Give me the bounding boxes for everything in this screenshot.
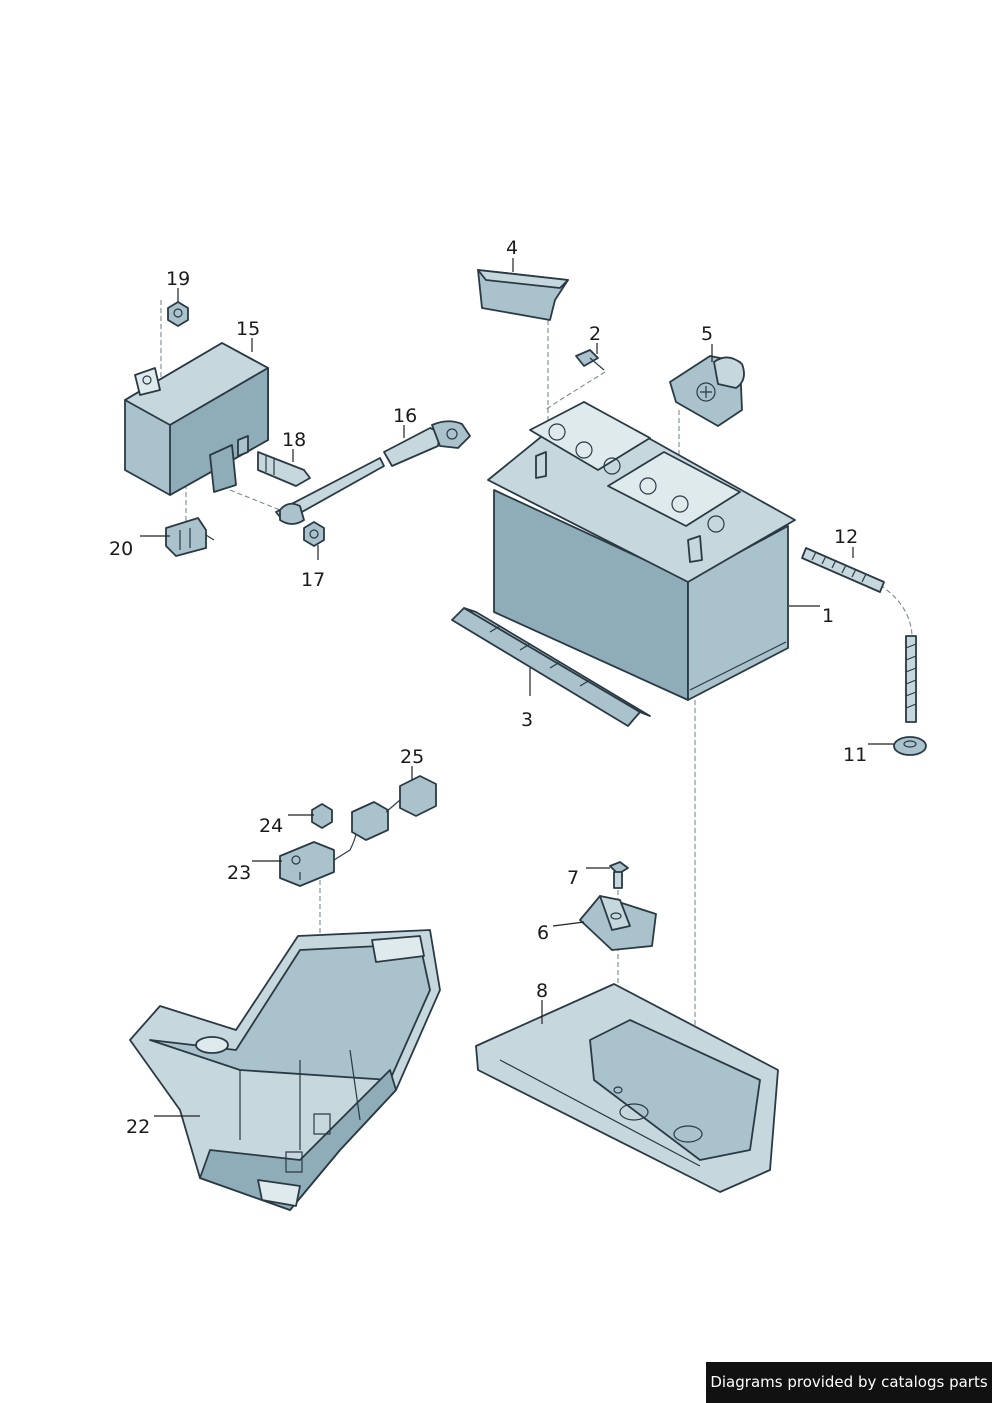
threaded-rod-12 [801, 547, 917, 723]
nut-17 [303, 521, 325, 547]
battery-tray-22 [129, 929, 441, 1211]
cable-16 [275, 420, 471, 525]
callout-25: 25 [400, 746, 424, 768]
callout-3: 3 [521, 709, 533, 731]
leader-lines [140, 258, 894, 1117]
clip-20 [165, 517, 215, 557]
cover-4 [477, 269, 569, 321]
callout-labels: 1 2 3 4 5 6 7 8 11 12 15 16 17 18 19 20 … [109, 237, 867, 1138]
callout-4: 4 [506, 237, 518, 259]
callout-22: 22 [126, 1116, 150, 1138]
screw-2 [575, 349, 605, 371]
callout-18: 18 [282, 429, 306, 451]
callout-6: 6 [537, 922, 549, 944]
callout-24: 24 [259, 815, 283, 837]
terminal-cover-5 [669, 355, 745, 427]
battery-1 [487, 401, 796, 701]
callout-20: 20 [109, 538, 133, 560]
callout-17: 17 [301, 569, 325, 591]
callout-7: 7 [567, 867, 579, 889]
washer-11 [893, 736, 927, 756]
callout-8: 8 [536, 980, 548, 1002]
sensor-23 [279, 817, 358, 887]
callout-16: 16 [393, 405, 417, 427]
holder-6 [579, 895, 657, 951]
attribution-banner: Diagrams provided by catalogs parts [706, 1362, 992, 1403]
callout-1: 1 [822, 605, 834, 627]
nut-24 [311, 803, 333, 829]
connector-25 [385, 775, 437, 817]
bolt-7 [609, 861, 629, 889]
callout-23: 23 [227, 862, 251, 884]
bracket-3 [451, 607, 651, 727]
callout-15: 15 [236, 318, 260, 340]
callout-11: 11 [843, 744, 867, 766]
callout-5: 5 [701, 323, 713, 345]
callout-2: 2 [589, 323, 601, 345]
callout-19: 19 [166, 268, 190, 290]
floor-plate-8 [475, 983, 779, 1193]
control-module [124, 342, 269, 496]
connector-mid [351, 801, 389, 841]
callout-12: 12 [834, 526, 858, 548]
attribution-text: Diagrams provided by catalogs parts [710, 1373, 988, 1391]
nut-19 [167, 301, 189, 327]
stud-18 [257, 451, 311, 487]
